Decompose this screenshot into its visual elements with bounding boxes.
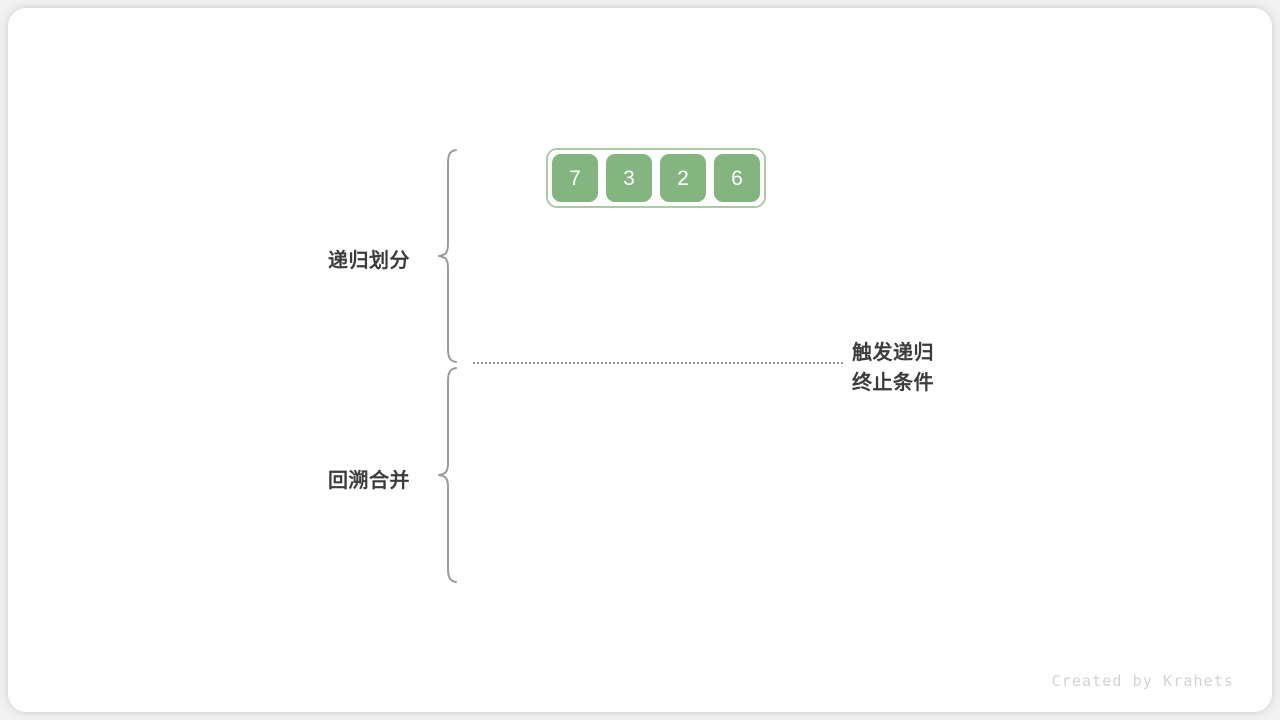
recursion-boundary-divider: [473, 362, 843, 364]
phase-label-divide: 递归划分: [328, 250, 410, 272]
array-cells: 7 3 2 6: [548, 150, 764, 206]
termination-note-line-1: 触发递归: [852, 342, 934, 364]
watermark-credit: Created by Krahets: [1051, 672, 1234, 690]
array-cell: 7: [552, 154, 598, 202]
diagram-card: 递归划分 回溯合并 7 3 2 6 触发递归: [8, 8, 1272, 712]
divide-phase-brace: [436, 148, 460, 364]
array-cell: 3: [606, 154, 652, 202]
termination-note-line-2: 终止条件: [852, 372, 934, 394]
termination-condition-note: 触发递归 终止条件: [852, 338, 934, 398]
array-cell: 6: [714, 154, 760, 202]
merge-phase-brace: [436, 366, 460, 584]
input-array: 7 3 2 6: [546, 148, 766, 208]
array-cell: 2: [660, 154, 706, 202]
phase-label-merge: 回溯合并: [328, 470, 410, 492]
